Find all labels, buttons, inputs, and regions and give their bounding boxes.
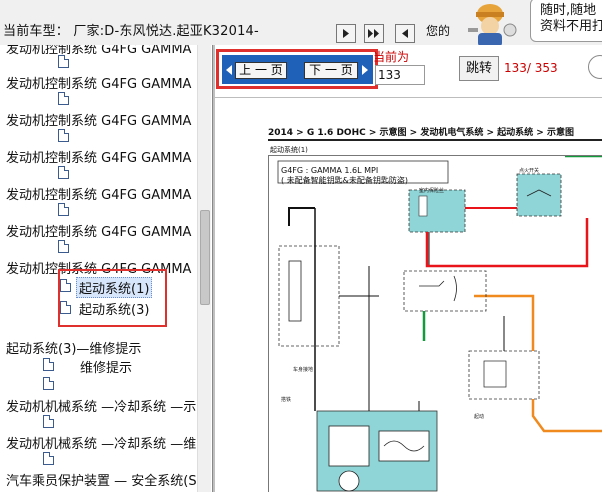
- engine-spec-line-1: G4FG : GAMMA 1.6L MPI: [281, 166, 379, 175]
- document-viewer: 上 一 页 下 一 页 当前为 133 跳转 133/ 353 2014 > G…: [215, 45, 602, 492]
- tree-item-start-system-1[interactable]: 起动系统(1): [76, 277, 153, 298]
- tree-item[interactable]: 发动机控制系统 G4FG GAMMA: [6, 225, 192, 240]
- promo-line-2: 资料不用打: [540, 19, 602, 34]
- tree-item-cooling-2[interactable]: 发动机机械系统 —冷却系统 —维: [6, 437, 197, 452]
- page-node-icon[interactable]: [43, 452, 54, 465]
- play-right-icon: [343, 29, 349, 38]
- play-left-icon: [402, 29, 408, 38]
- tree-item-repair-child[interactable]: 维修提示: [80, 361, 133, 376]
- page-node-icon[interactable]: [60, 301, 71, 314]
- svg-text:车身接地: 车身接地: [293, 366, 313, 373]
- step-next-button[interactable]: [336, 24, 356, 43]
- zoom-icon[interactable]: [588, 55, 602, 79]
- selection-highlight-box: [58, 269, 167, 327]
- page-node-icon[interactable]: [43, 358, 54, 371]
- next-arrow-icon: [362, 65, 368, 75]
- engine-spec-box: G4FG : GAMMA 1.6L MPI ( 未配备智能钥匙&未配备钥匙防盗): [281, 166, 408, 186]
- current-vehicle-label: 当前车型： 厂家:D-东风悦达.起亚K32014-: [3, 24, 259, 39]
- your-info-text: 您的: [426, 24, 451, 38]
- tree-item[interactable]: 发动机控制系统 G4FG GAMMA: [6, 151, 192, 166]
- page-node-icon[interactable]: [58, 55, 69, 68]
- page-node-icon[interactable]: [43, 377, 54, 390]
- double-arrow-icon: [368, 29, 379, 38]
- tree-item[interactable]: 发动机控制系统 G4FG GAMMA: [6, 188, 192, 203]
- svg-text:点火开关: 点火开关: [519, 167, 539, 174]
- pane-splitter[interactable]: [212, 45, 215, 492]
- wiring-schematic: G4FG : GAMMA 1.6L MPI ( 未配备智能钥匙&未配备钥匙防盗)…: [268, 154, 602, 492]
- next-page-button[interactable]: 下 一 页: [304, 62, 358, 79]
- schematic-diagram: 车身接地: [277, 154, 602, 492]
- prev-page-button[interactable]: 上 一 页: [235, 62, 287, 79]
- pager-highlight-box: 上 一 页 下 一 页: [216, 49, 378, 89]
- svg-text:室内保险丝: 室内保险丝: [419, 187, 444, 194]
- jump-button[interactable]: 跳转: [459, 56, 499, 81]
- pager-bar: 上 一 页 下 一 页: [222, 55, 373, 84]
- tree-scrollbar-thumb[interactable]: [200, 210, 210, 305]
- viewer-divider: [215, 97, 602, 98]
- mascot-worker-icon: [468, 4, 517, 45]
- page-node-icon[interactable]: [60, 279, 71, 292]
- prev-arrow-icon: [226, 65, 232, 75]
- current-page-label: 当前为: [373, 50, 410, 64]
- doc-breadcrumb: 2014 > G 1.6 DOHC > 示意图 > 发动机电气系统 > 起动系统…: [268, 128, 574, 138]
- page-node-icon[interactable]: [58, 203, 69, 216]
- promo-line-1: 随时,随地: [540, 3, 597, 18]
- page-node-icon[interactable]: [58, 129, 69, 142]
- tree-item[interactable]: 发动机控制系统 G4FG GAMMA: [6, 77, 192, 92]
- skip-button[interactable]: [364, 24, 384, 43]
- page-node-icon[interactable]: [58, 240, 69, 253]
- svg-text:起动: 起动: [474, 413, 484, 420]
- document-tree: 发动机控制系统 G4FG GAMMA 发动机控制系统 G4FG GAMMA 发动…: [0, 45, 212, 492]
- tree-item[interactable]: 发动机控制系统 G4FG GAMMA: [6, 114, 192, 129]
- tree-scrollbar[interactable]: [197, 45, 211, 492]
- engine-spec-line-2: ( 未配备智能钥匙&未配备钥匙防盗): [281, 176, 409, 185]
- page-node-icon[interactable]: [58, 92, 69, 105]
- svg-text:搭铁: 搭铁: [281, 396, 291, 403]
- tree-item-start-system-3[interactable]: 起动系统(3): [79, 303, 150, 318]
- page-count: 133/ 353: [504, 61, 558, 75]
- page-number-input[interactable]: 133: [375, 65, 425, 85]
- tree-item-safety[interactable]: 汽车乘员保护装置 — 安全系统(S: [6, 474, 197, 489]
- page-node-icon[interactable]: [58, 166, 69, 179]
- tree-item[interactable]: 发动机控制系统 G4FG GAMMA: [6, 45, 192, 57]
- promo-bubble: 随时,随地 资料不用打: [530, 0, 602, 42]
- document-page: 2014 > G 1.6 DOHC > 示意图 > 发动机电气系统 > 起动系统…: [268, 125, 602, 492]
- step-prev-button[interactable]: [395, 24, 415, 43]
- top-toolbar: 当前车型： 厂家:D-东风悦达.起亚K32014- 您的 随时,随地 资料不用打: [0, 0, 602, 45]
- tree-item-cooling-1[interactable]: 发动机机械系统 —冷却系统 —示: [6, 400, 197, 415]
- tree-item-repair-tips[interactable]: 起动系统(3)—维修提示: [6, 342, 142, 357]
- page-node-icon[interactable]: [43, 415, 54, 428]
- doc-rule: [268, 139, 602, 141]
- doc-section-title: 起动系统(1): [270, 146, 308, 154]
